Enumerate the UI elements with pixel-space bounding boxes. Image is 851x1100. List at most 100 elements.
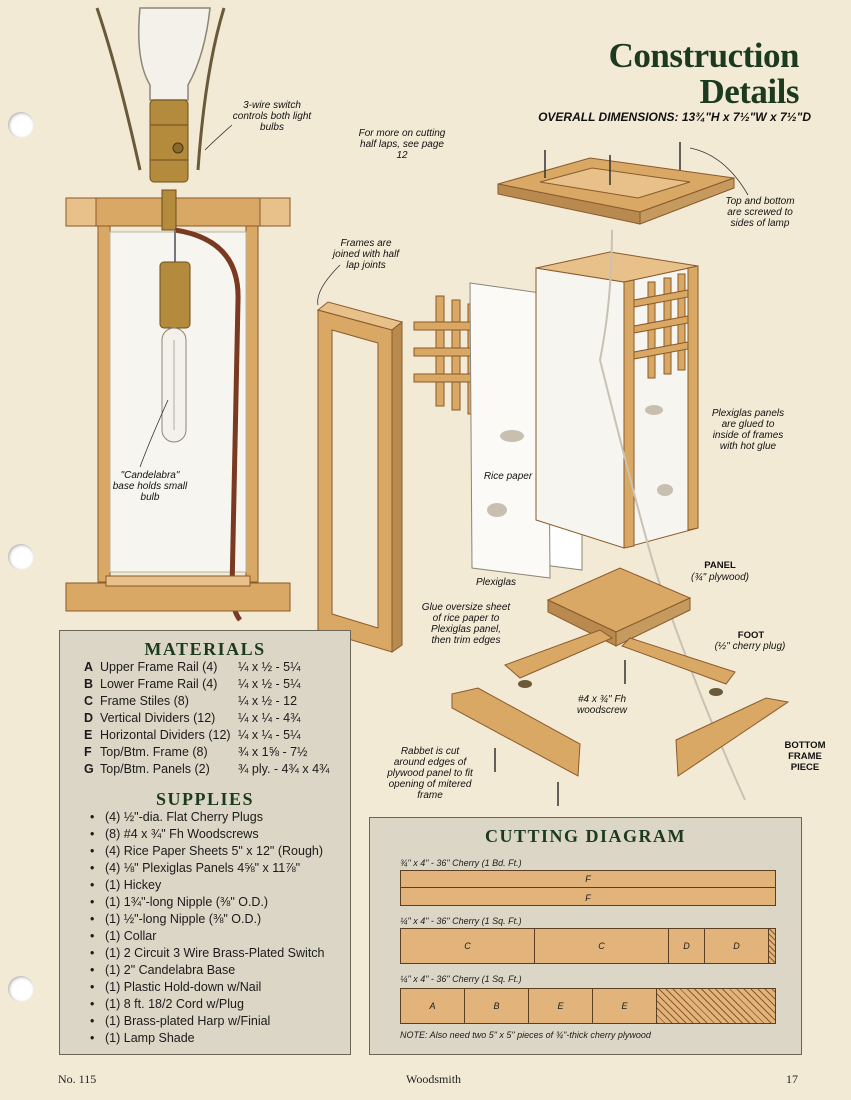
materials-letter: A [84,660,94,674]
page-title: Construction Details [608,36,800,111]
foot-callout-title: FOOT [737,630,765,641]
supplies-item: (1) 8 ft. 18/2 Cord w/Plug [60,997,350,1014]
bottom-frame-callout: BOTTOM FRAME PIECE [784,740,826,773]
materials-size: ¾ x 1⅝ - 7½ [238,745,308,759]
board2: C C D D [400,928,776,964]
plexiglas-glued-callout: Plexiglas panels are glued to inside of … [711,408,785,452]
materials-size: ¼ x ½ - 5¼ [238,677,301,691]
supplies-item-text: (1) Plastic Hold-down w/Nail [105,980,262,994]
lamp-body-drawing [497,142,749,801]
supplies-item: (1) Brass-plated Harp w/Finial [60,1014,350,1031]
materials-size: ¼ x ¼ - 4¾ [238,711,301,725]
issue-number: No. 115 [58,1072,97,1086]
supplies-item: (1) 2 Circuit 3 Wire Brass-Plated Switch [60,946,350,963]
materials-row: A Upper Frame Rail (4) ¼ x ½ - 5¼ [60,660,350,677]
supplies-item: (4) Rice Paper Sheets 5" x 12" (Rough) [60,844,350,861]
supplies-item: (8) #4 x ¾" Fh Woodscrews [60,827,350,844]
board3-label: ¼" x 4" - 36" Cherry (1 Sq. Ft.) [400,974,522,984]
assembled-lamp-section [65,7,291,622]
candelabra-callout: "Candelabra" base holds small bulb [112,470,188,503]
supplies-item: (1) ½"-long Nipple (⅜" O.D.) [60,912,350,929]
binder-hole-bottom [8,976,34,1002]
board3-part-a: A [401,989,465,1023]
board2-part-d1: D [669,929,705,963]
materials-name: Horizontal Dividers (12) [100,728,231,742]
lamp-illustration [65,7,790,806]
materials-size: ¼ x ½ - 12 [238,694,298,708]
board3-part-e1: E [529,989,593,1023]
materials-name: Lower Frame Rail (4) [100,677,218,691]
supplies-item-text: (8) #4 x ¾" Fh Woodscrews [105,827,259,841]
materials-size: ¼ x ½ - 5¼ [238,660,301,674]
title-line-1: Construction [608,36,800,75]
board1-part-f1: F [401,871,775,888]
rabbet-callout: Rabbet is cut around edges of plywood pa… [387,746,473,801]
materials-row: F Top/Btm. Frame (8) ¾ x 1⅝ - 7½ [60,745,350,762]
supplies-item-text: (4) Rice Paper Sheets 5" x 12" (Rough) [105,844,324,858]
panel-callout-title: PANEL [704,560,736,571]
board1-label: ¾" x 4" - 36" Cherry (1 Bd. Ft.) [400,858,522,868]
supplies-item-text: (4) ⅛" Plexiglas Panels 4⅝" x 11⅞" [105,861,301,875]
binder-hole-middle [8,544,34,570]
supplies-item-text: (1) 1¾"-long Nipple (⅜" O.D.) [105,895,269,909]
board2-part-c2: C [535,929,669,963]
materials-letter: D [84,711,94,725]
supplies-item-text: (1) Brass-plated Harp w/Finial [105,1014,271,1028]
cutting-diagram-panel: CUTTING DIAGRAM ¾" x 4" - 36" Cherry (1 … [369,817,802,1055]
supplies-list: (4) ½"-dia. Flat Cherry Plugs (8) #4 x ¾"… [60,810,350,1048]
materials-row: C Frame Stiles (8) ¼ x ½ - 12 [60,694,350,711]
cutting-note: NOTE: Also need two 5" x 5" pieces of ¾"… [400,1030,651,1040]
switch-callout: 3-wire switch controls both light bulbs [232,100,312,133]
board3: A B E E [400,988,776,1024]
woodscrew-callout: #4 x ¾" Fh woodscrew [576,694,628,716]
supplies-item-text: (4) ½"-dia. Flat Cherry Plugs [105,810,263,824]
supplies-item: (1) Collar [60,929,350,946]
materials-name: Vertical Dividers (12) [100,711,216,725]
materials-letter: E [84,728,93,742]
plexiglas-callout: Plexiglas [475,577,517,588]
supplies-item: (4) ½"-dia. Flat Cherry Plugs [60,810,350,827]
supplies-item-text: (1) 2 Circuit 3 Wire Brass-Plated Switch [105,946,325,960]
materials-name: Frame Stiles (8) [100,694,189,708]
materials-name: Upper Frame Rail (4) [100,660,218,674]
base-assembly-drawing [451,567,790,806]
binder-hole-top [8,112,34,138]
half-laps-callout: For more on cutting half laps, see page … [358,128,446,161]
materials-name: Top/Btm. Frame (8) [100,745,208,759]
supplies-item-text: (1) 8 ft. 18/2 Cord w/Plug [105,997,244,1011]
supplies-item: (1) 1¾"-long Nipple (⅜" O.D.) [60,895,350,912]
board2-part-d2: D [705,929,769,963]
board1: F F [400,870,776,906]
materials-letter: F [84,745,92,759]
board2-waste [769,929,775,963]
title-line-2: Details [699,72,799,111]
foot-callout-sub: (½" cherry plug) [714,641,786,652]
supplies-item-text: (1) Collar [105,929,157,943]
open-frame-drawing [316,264,404,653]
materials-heading: MATERIALS [144,639,266,659]
screwed-callout: Top and bottom are screwed to sides of l… [725,196,795,229]
page-number: 17 [786,1072,798,1086]
supplies-item: (1) Hickey [60,878,350,895]
supplies-item: (1) 2" Candelabra Base [60,963,350,980]
board3-waste [657,989,775,1023]
supplies-item: (1) Lamp Shade [60,1031,350,1048]
board2-part-c1: C [401,929,535,963]
overall-dimensions: OVERALL DIMENSIONS: 13¾"H x 7½"W x 7½"D [538,110,811,124]
cutting-heading: CUTTING DIAGRAM [484,826,686,846]
rice-paper-callout: Rice paper [483,471,533,482]
materials-size: ¾ ply. - 4¾ x 4¾ [238,762,330,776]
materials-row: D Vertical Dividers (12) ¼ x ¼ - 4¾ [60,711,350,728]
supplies-item-text: (1) ½"-long Nipple (⅜" O.D.) [105,912,262,926]
materials-letter: C [84,694,94,708]
supplies-item-text: (1) Hickey [105,878,162,892]
glue-oversize-callout: Glue oversize sheet of rice paper to Ple… [421,602,511,646]
materials-letter: G [84,762,94,776]
frames-joined-callout: Frames are joined with half lap joints [332,238,400,271]
board3-part-b: B [465,989,529,1023]
panel-callout-sub: (¾" plywood) [690,572,750,583]
materials-panel: MATERIALS A Upper Frame Rail (4) ¼ x ½ - 5… [59,630,351,1055]
